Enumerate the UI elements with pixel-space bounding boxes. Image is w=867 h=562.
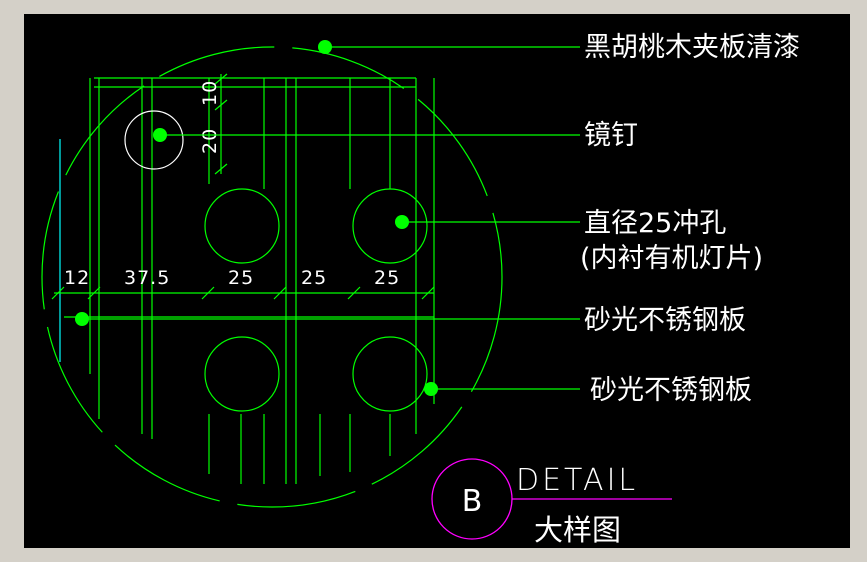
dim-vertical-10: 10 <box>199 80 221 106</box>
detail-tag-title: DETAIL <box>516 463 638 498</box>
dim-vertical-20: 20 <box>199 128 221 154</box>
dim-12: 12 <box>64 267 90 289</box>
label-punched-hole-2: (内衬有机灯片) <box>580 243 763 274</box>
leader-lines <box>82 46 580 390</box>
panel-vertical-lines <box>59 78 435 484</box>
label-sanded-steel-2: 砂光不锈钢板 <box>590 375 752 406</box>
dim-25-a: 25 <box>228 267 254 289</box>
label-surface-finish: 黑胡桃木夹板清漆 <box>584 32 800 63</box>
label-punched-hole-1: 直径25冲孔 <box>584 208 726 239</box>
detail-boundary-circle <box>41 46 503 508</box>
detail-tag-subtitle: 大样图 <box>534 513 621 547</box>
horizontal-dimension <box>51 286 435 300</box>
dim-25-c: 25 <box>374 267 400 289</box>
dim-37-5: 37.5 <box>124 267 170 289</box>
detail-drawing: 10 20 12 37.5 25 25 25 <box>41 32 800 547</box>
label-sanded-steel-1: 砂光不锈钢板 <box>584 305 746 336</box>
vertical-dimension <box>214 73 228 175</box>
panel-horizontal-lines <box>64 77 434 318</box>
leader-dots <box>75 40 438 396</box>
label-mirror-nail: 镜钉 <box>584 120 638 151</box>
mirror-nail-circle <box>124 110 184 170</box>
dim-25-b: 25 <box>301 267 327 289</box>
detail-tag-letter: B <box>462 484 483 519</box>
drawing-viewport[interactable]: 10 20 12 37.5 25 25 25 <box>24 14 850 548</box>
punched-holes <box>204 188 428 412</box>
